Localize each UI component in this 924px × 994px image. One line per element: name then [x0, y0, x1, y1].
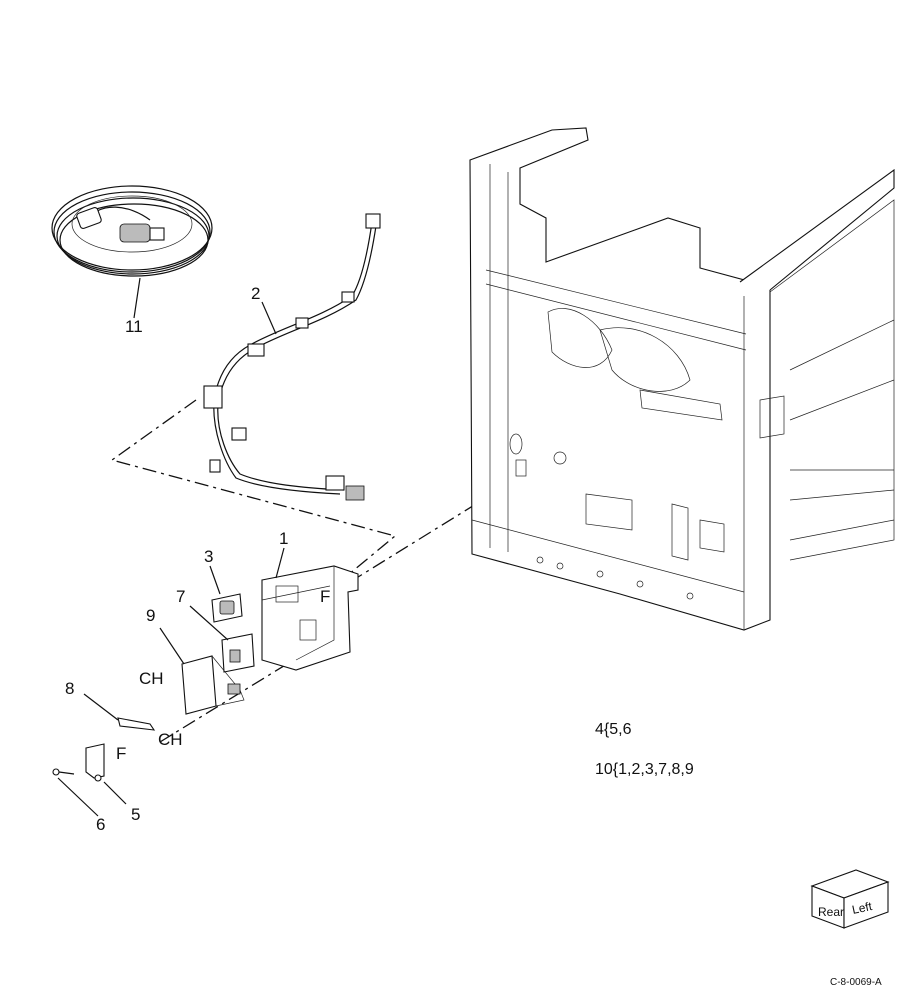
clip [117, 717, 156, 731]
callout-7: 7 [176, 587, 186, 606]
callout-2: 2 [251, 284, 261, 303]
callout-1: 1 [279, 529, 289, 548]
leader-5 [103, 781, 127, 805]
callout-8: 8 [65, 679, 75, 698]
callout-11: 11 [125, 317, 143, 336]
ac-inlet [211, 593, 243, 623]
power-cord-coil [51, 185, 213, 277]
marker-ch-lower: CH [158, 730, 183, 749]
leader-3 [209, 565, 221, 595]
machine-frame [469, 127, 895, 631]
marker-f-lower: F [116, 744, 127, 763]
alignment-line-harness [110, 399, 397, 591]
small-bracket [85, 743, 105, 782]
inlet-bracket [261, 565, 359, 671]
callout-9: 9 [146, 606, 156, 625]
screw [52, 768, 75, 776]
kit-note-4: 4{5,6 [595, 721, 632, 738]
power-switch [221, 633, 255, 673]
alignment-line-ch [159, 655, 301, 743]
wire-harness [203, 213, 381, 501]
breaker-bracket [181, 655, 245, 715]
leader-8 [83, 693, 119, 721]
leader-11 [133, 277, 141, 319]
cube-label-rear: Rear [818, 905, 844, 919]
marker-f-upper: F [320, 587, 331, 606]
figure-id: C-8-0069-A [830, 977, 882, 988]
leader-9 [159, 627, 185, 665]
leader-1 [275, 547, 285, 579]
kit-note-10: 10{1,2,3,7,8,9 [595, 761, 694, 778]
marker-ch-upper: CH [139, 669, 164, 688]
callout-3: 3 [204, 547, 214, 566]
orientation-cube: Rear Left [810, 869, 890, 929]
leader-7 [189, 605, 229, 641]
callout-6: 6 [96, 815, 106, 834]
leader-2 [261, 301, 277, 335]
callout-5: 5 [131, 805, 141, 824]
cube-label-left: Left [851, 899, 874, 917]
leader-6 [57, 777, 99, 817]
